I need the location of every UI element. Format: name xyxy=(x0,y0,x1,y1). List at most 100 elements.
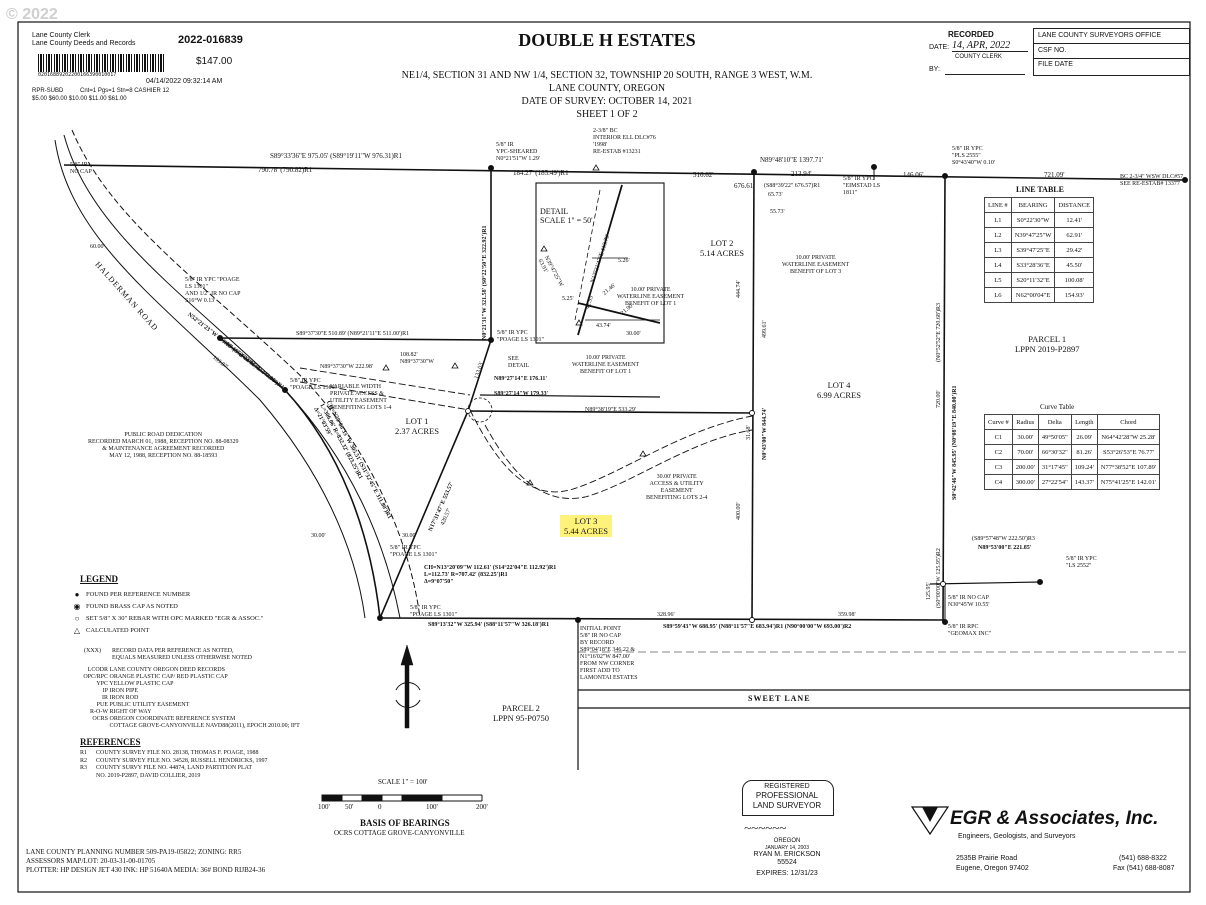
label-nocap-n30: 5/8" IR NO CAP N30°45'W 10.55' xyxy=(948,595,990,608)
sheet-border xyxy=(17,21,1191,893)
label-curve-chord: CH=N13°20'09"W 112.61' (S14°22'04"E 112.… xyxy=(424,565,557,585)
curve-table-header: Chord xyxy=(1096,414,1161,430)
firm-address-1: 2535B Prairie Road xyxy=(956,855,1018,862)
label-top-dist: 790.78' (790.82)R1 xyxy=(258,166,313,174)
legend-list: ●FOUND PER REFERENCE NUMBER ◉FOUND BRASS… xyxy=(68,588,264,636)
scale-label: SCALE 1" = 100' xyxy=(378,778,428,786)
label-d720: 720.00' xyxy=(936,390,942,408)
lot1-east-line xyxy=(379,410,469,619)
curve-table-header: Curve # xyxy=(984,414,1013,430)
label-d184: 184.27' (185.49')R1 xyxy=(513,169,569,177)
plat-sheet-number: SHEET 1 OF 2 xyxy=(576,109,638,120)
plat-survey-date: DATE OF SURVEY: OCTOBER 14, 2021 xyxy=(521,96,693,107)
firm-address-2: Eugene, Oregon 97402 xyxy=(956,865,1029,872)
footer-plotter: PLOTTER: HP DESIGN JET 430 INK: HP 51640… xyxy=(26,866,266,874)
scale-tick: 100' xyxy=(318,803,330,811)
label-d30b: 30.00' xyxy=(402,533,417,539)
label-s88-676: (S88°39'22" 676.57)R1 xyxy=(764,183,821,189)
found-monument-icon: ● xyxy=(74,589,80,599)
detail-d526: 5.26' xyxy=(618,258,630,264)
label-d146: 146.06' xyxy=(903,171,924,179)
label-d499: 499.61' xyxy=(762,320,768,338)
label-poage-bottom-1: 5/8" IR YPC "POAGE LS 1301" xyxy=(390,545,437,558)
stamp-professional: PROFESSIONAL xyxy=(755,791,819,800)
label-eimstad: 5/8" IR YPC "EIMSTAD LS 1811" xyxy=(843,176,881,196)
abbrev-row: COTTAGE GROVE-CANYONVILLE NAVD88(2011), … xyxy=(109,723,300,729)
label-n89-222: N89°37'30"W 222.98' xyxy=(320,364,373,370)
label-d359: 359.98' xyxy=(838,612,856,618)
label-d676: 676.61' xyxy=(734,182,755,190)
recorded-by-label: BY: xyxy=(929,66,940,73)
stamp-oregon: OREGON xyxy=(773,838,801,844)
label-ls2552: 5/8" IR YPC "LS 2552" xyxy=(1066,556,1097,569)
plat-title: DOUBLE H ESTATES xyxy=(518,30,696,50)
legend-item: ●FOUND PER REFERENCE NUMBER xyxy=(68,588,263,600)
label-variable-easement: VARIABLE WIDTH PRIVATE ACCESS & UTILITY … xyxy=(330,384,392,411)
line-table-title: LINE TABLE xyxy=(1016,185,1064,194)
east-boundary-line xyxy=(942,174,946,623)
firm-fax: Fax (541) 688-8087 xyxy=(1113,865,1175,872)
scale-tick: 100' xyxy=(426,803,438,811)
label-public-road: PUBLIC ROAD DEDICATION RECORDED MARCH 01… xyxy=(88,432,239,459)
legend-xxx-text: RECORD DATA PER REFERENCE AS NOTED, EQUA… xyxy=(112,648,252,661)
detail-d4374: 43.74' xyxy=(596,323,611,329)
label-n89-176: N89°27'14"E 176.11' xyxy=(494,376,548,382)
sweet-lane-label: SWEET LANE xyxy=(748,694,811,703)
label-s89-510: S89°37'30"E 510.89' (N89°21'11"E 511.00'… xyxy=(296,331,410,337)
label-pls2555: 5/8" IR YPC "PLS 2555" S0°43'40"W 0.10' xyxy=(952,146,995,166)
label-s89-325: S89°13'32"W 325.94' (S88°11'57"W 326.18'… xyxy=(428,622,550,628)
recording-counts: Cnt=1 Pgs=1 Stn=8 CASHIER 12 xyxy=(80,88,170,94)
label-waterline-lot1: 10.00' PRIVATE WATERLINE EASEMENT BENEFI… xyxy=(572,355,640,375)
legend-item: ◉FOUND BRASS CAP AS NOTED xyxy=(68,600,263,612)
label-bc-wsw: BC 2-3/4" WSW DLC#57 SEE RE-ESTAB# 13377 xyxy=(1120,174,1184,187)
label-r720: (N0°52'52"E 720.68')R3 xyxy=(936,302,942,362)
csf-number-label: CSF NO. xyxy=(1038,47,1067,54)
surveyors-office-title: LANE COUNTY SURVEYORS OFFICE xyxy=(1038,32,1162,39)
recording-datetime: 04/14/2022 09:32:14 AM xyxy=(146,78,223,85)
county-clerk-label: COUNTY CLERK xyxy=(955,54,1002,60)
watermark: © 2022 xyxy=(6,6,58,23)
firm-subtitle: Engineers, Geologists, and Surveyors xyxy=(958,833,1076,840)
label-d125: 125.95' xyxy=(926,582,932,600)
stamp-date: JANUARY 14, 2003 xyxy=(764,845,809,851)
label-brass-cap: 2-3/8" BC INTERIOR ELL DLC#76 '1998' RE-… xyxy=(593,128,656,155)
north-boundary-line xyxy=(63,164,1186,181)
label-geomax: 5/8" IR RPC "GEOMAX INC" xyxy=(948,624,992,637)
abbrev-row: YPC YELLOW PLASTIC CAP xyxy=(96,681,174,687)
recording-fees-breakdown: $5.00 $60.00 $10.00 $11.00 $61.00 xyxy=(32,96,127,102)
label-s0-845: S0°42'46"W 845.95' (N0°08'19"E 840.00')R… xyxy=(952,385,958,500)
detail-title: DETAIL SCALE 1" = 50' xyxy=(540,207,593,225)
label-d213: 213.94' xyxy=(791,170,812,178)
scale-tick: 0 xyxy=(378,803,382,811)
label-n89-1397: N89°48'10"E 1397.71' xyxy=(760,156,824,164)
barcode-text: 02016889202200166390010017 xyxy=(38,72,117,78)
stamp-name: RYAN M. ERICKSON xyxy=(753,851,821,858)
calculated-point-icon: △ xyxy=(73,625,81,635)
recording-number: 2022-016839 xyxy=(178,34,243,46)
surveyor-signature: ~~~~~~ xyxy=(744,820,787,835)
abbrev-row: OCRS OREGON COORDINATE REFERENCE SYSTEM xyxy=(92,716,236,722)
line-table-header: DISTANCE xyxy=(1054,197,1095,213)
label-d400: 400.00' xyxy=(736,502,742,520)
label-d60: 60.00' xyxy=(90,244,105,250)
label-d328: 328.96' xyxy=(657,612,675,618)
label-n0-321: N0°21'31"W 321.58' (S0°22'50"E 322.92')R… xyxy=(482,225,488,340)
recorded-heading: RECORDED xyxy=(948,30,994,39)
